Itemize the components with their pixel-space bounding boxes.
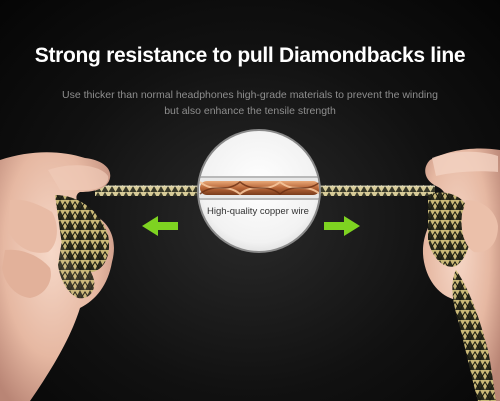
right-hand bbox=[422, 148, 500, 401]
left-hand bbox=[0, 152, 114, 401]
subheadline-line-1: Use thicker than normal headphones high-… bbox=[62, 89, 438, 101]
subheadline-line-2: but also enhance the tensile strength bbox=[164, 105, 336, 117]
headline: Strong resistance to pull Diamondbacks l… bbox=[34, 44, 466, 67]
arrow-right-icon bbox=[324, 216, 360, 236]
copper-wire-label: High-quality copper wire bbox=[207, 206, 309, 217]
magnifier-callout bbox=[197, 129, 321, 253]
arrow-left-icon bbox=[142, 216, 178, 236]
